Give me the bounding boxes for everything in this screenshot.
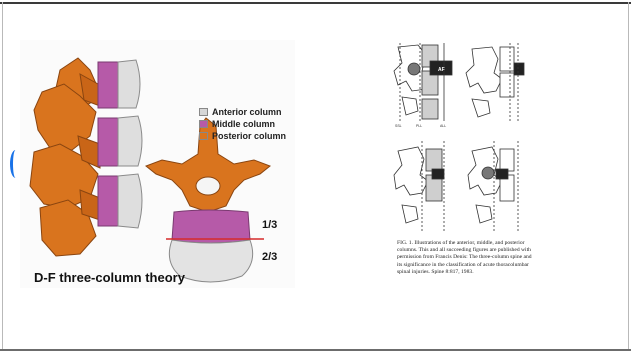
panel-bottom-right [468,141,518,231]
column-legend: Anterior column Middle column Posterior … [199,106,286,142]
middle-column-lateral [98,62,118,226]
three-column-illustration: Anterior column Middle column Posterior … [20,40,295,288]
spine-illustration-svg [20,40,295,288]
label-ssl: SSL [395,124,402,128]
main-caption: D-F three-column theory [34,270,185,285]
middle-column-axial [172,210,250,243]
legend-item-posterior: Posterior column [199,130,286,142]
denis-figure-panels: AF SSL PLL ALL [392,41,530,236]
left-border [2,2,3,351]
legend-item-middle: Middle column [199,118,286,130]
right-border [628,2,629,351]
top-border [0,2,631,4]
posterior-elements-lateral [30,58,100,256]
legend-label-posterior: Posterior column [212,131,286,141]
legend-swatch-posterior [199,132,208,140]
label-pll: PLL [416,124,422,128]
figure-caption: FIG. 1. Illustrations of the anterior, m… [397,240,537,276]
fraction-upper: 1/3 [262,219,277,231]
fraction-lower: 2/3 [262,251,277,263]
legend-swatch-middle [199,120,208,128]
anterior-column-lateral [118,60,142,228]
panel-bottom-left [394,141,444,231]
panel-top-left [394,43,452,121]
label-all: ALL [440,124,446,128]
legend-label-middle: Middle column [212,119,275,129]
label-af: AF [438,67,445,73]
legend-item-anterior: Anterior column [199,106,286,118]
legend-swatch-anterior [199,108,208,116]
denis-figure-svg: AF SSL PLL ALL [392,41,530,236]
legend-label-anterior: Anterior column [212,107,282,117]
panel-top-right [466,43,524,121]
